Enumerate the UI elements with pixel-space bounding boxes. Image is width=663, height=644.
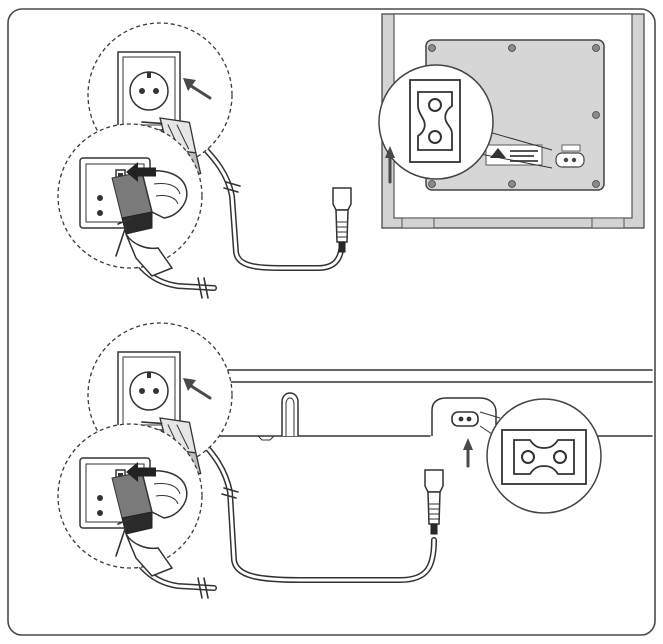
- top-panel: [57, 13, 645, 299]
- figure-8-inlet-icon: [409, 79, 461, 163]
- eu-wall-socket-icon-bottom: [117, 351, 181, 431]
- insert-arrow-eu-bottom: [186, 382, 212, 400]
- insert-arrow-eu-top: [186, 82, 212, 100]
- figure-8-inlet-icon-bottom: [501, 429, 587, 485]
- bottom-panel: [57, 322, 653, 599]
- eu-wall-socket-icon: [117, 51, 181, 131]
